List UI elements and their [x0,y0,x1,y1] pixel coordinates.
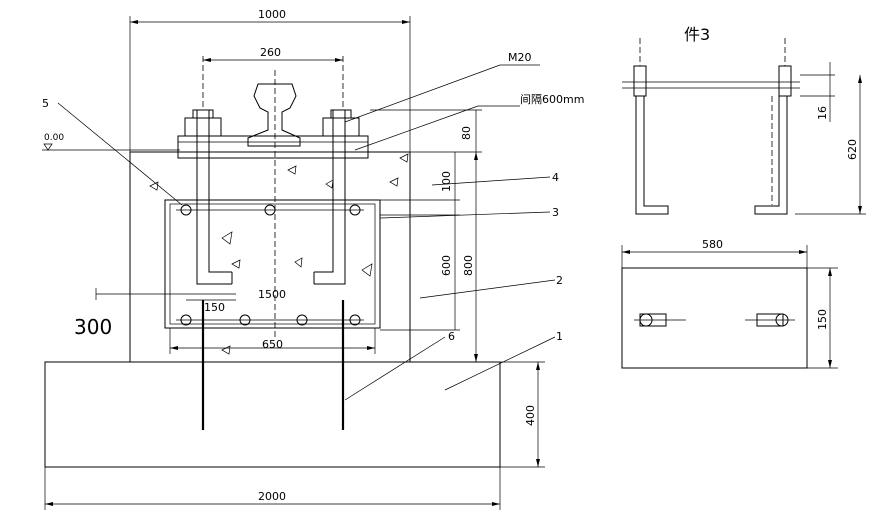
label-part-2: 2 [556,274,563,287]
label-dim-100: 100 [440,171,453,192]
label-dim-16: 16 [816,106,829,120]
base-foundation [44,361,501,468]
label-part-6: 6 [448,330,455,343]
label-level-000: 0.00 [44,133,64,143]
label-dim-1000: 1000 [258,8,286,21]
label-dim-400: 400 [524,405,537,426]
label-dim-1500: 1500 [258,288,286,301]
label-dim-spacing: 间隔600mm [520,93,584,106]
dimensions-main [42,16,556,510]
label-part-4: 4 [552,171,559,184]
concrete-pedestal [129,151,411,363]
label-dim-800: 800 [462,255,475,276]
label-dim-260: 260 [260,46,281,59]
label-dim-150b: 150 [816,309,829,330]
label-dim-580: 580 [702,238,723,251]
label-dim-600: 600 [440,255,453,276]
label-dim-300: 300 [74,315,112,339]
label-dim-650: 650 [262,338,283,351]
label-part-1: 1 [556,330,563,343]
label-dim-150a: 150 [204,301,225,314]
label-part-5: 5 [42,97,49,110]
rail-plate [177,83,369,159]
label-dim-m20: M20 [508,51,532,64]
label-dim-2000: 2000 [258,490,286,503]
label-part-3: 3 [552,206,559,219]
label-dim-80: 80 [460,126,473,140]
anchor-bolts [176,110,364,430]
label-dim-620: 620 [846,139,859,160]
detail-view-part3 [622,38,866,215]
label-detail-title: 件3 [684,25,710,44]
plan-view-plate [621,245,838,369]
